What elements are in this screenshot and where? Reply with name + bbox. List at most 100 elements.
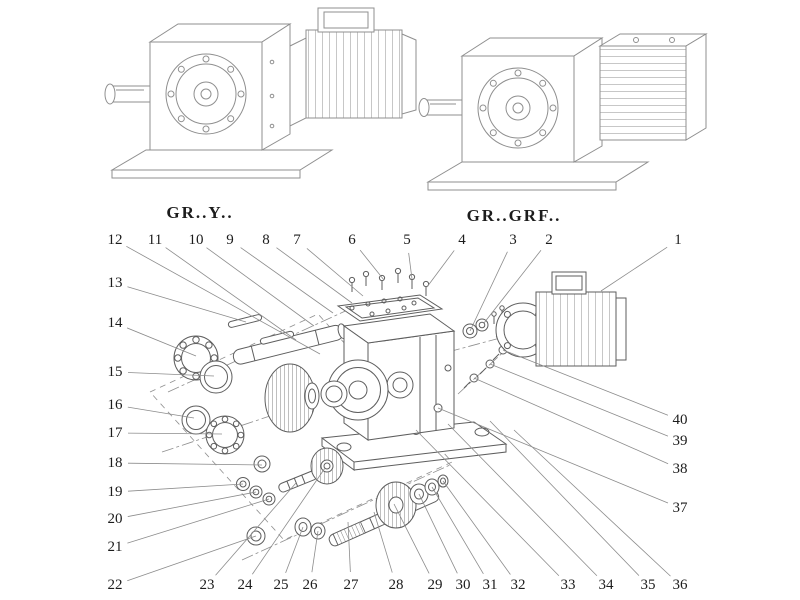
output-shaft: [109, 85, 151, 103]
terminal-box-lid: [323, 11, 369, 29]
leader-line-18: [127, 462, 263, 466]
leader-line-12: [126, 245, 321, 355]
motor-terminal-box: [551, 271, 587, 295]
leader-line-33: [415, 429, 560, 576]
part-number-20: 20: [108, 511, 123, 527]
front-boss-inner: [487, 77, 549, 139]
leader-line-30: [418, 493, 458, 574]
part-number-23: 23: [200, 577, 215, 593]
leader-line-39: [489, 363, 669, 437]
assembled-view-gr-y: [104, 7, 417, 179]
output-shaft-end: [104, 83, 116, 105]
part-number-34: 34: [599, 577, 615, 593]
leader-line-7: [306, 248, 364, 297]
leader-line-11: [165, 247, 297, 341]
shaft-hub: [505, 95, 531, 121]
leader-line-6: [359, 249, 385, 281]
motor-end-cap: [401, 33, 417, 115]
brake-box-bolt: [633, 37, 639, 43]
cover-screws: [348, 267, 430, 296]
leader-line-4: [426, 250, 455, 288]
motor-adapter: [289, 37, 307, 127]
leader-line-5: [408, 252, 413, 280]
part-number-2: 2: [545, 232, 553, 248]
leader-line-28: [373, 511, 393, 573]
part-number-33: 33: [561, 577, 576, 593]
part-number-10: 10: [189, 232, 204, 248]
part-number-24: 24: [238, 577, 254, 593]
part-number-11: 11: [148, 232, 162, 248]
spacer-bushing: [253, 455, 271, 473]
lower-gear: [375, 481, 417, 529]
motor-body: [535, 291, 617, 367]
leader-line-10: [206, 247, 315, 327]
brake-box-side: [685, 33, 707, 141]
leader-line-29: [393, 503, 430, 574]
part-number-9: 9: [226, 232, 234, 248]
leader-line-14: [126, 327, 197, 357]
part-number-8: 8: [262, 232, 270, 248]
front-boss-outer: [477, 67, 559, 149]
vent-plug: [444, 364, 452, 372]
assembled-view-gr-grf: [418, 33, 708, 191]
front-boss-outer: [165, 53, 247, 135]
front-boss-bolts: [479, 69, 557, 147]
oil-seal: [181, 405, 211, 435]
leader-line-17: [127, 432, 223, 435]
leader-line-38: [473, 377, 669, 465]
part-number-28: 28: [389, 577, 404, 593]
leader-line-40: [502, 349, 669, 416]
part-number-12: 12: [108, 232, 123, 248]
part-number-5: 5: [403, 232, 411, 248]
flange-bolts: [463, 345, 508, 389]
shaft-center: [200, 88, 212, 100]
part-number-3: 3: [509, 232, 517, 248]
foot-base-edge: [111, 169, 301, 179]
part-number-14: 14: [108, 315, 124, 331]
part-number-30: 30: [456, 577, 471, 593]
housing-side-face: [573, 37, 603, 163]
large-gear: [264, 363, 320, 433]
foot-base-edge: [427, 181, 617, 191]
pinion-shaft: [278, 470, 318, 493]
gear-hub: [304, 382, 320, 410]
leader-line-9: [240, 247, 334, 314]
front-boss-inner: [175, 63, 237, 125]
motor-fan-cap: [615, 297, 627, 361]
part-number-21: 21: [108, 539, 123, 555]
foot-slot: [474, 427, 490, 437]
motor-body: [305, 29, 403, 119]
part-number-15: 15: [108, 364, 123, 380]
housing-bolt: [269, 123, 275, 129]
part-number-29: 29: [428, 577, 443, 593]
part-number-13: 13: [108, 275, 123, 291]
part-number-26: 26: [303, 577, 319, 593]
leader-line-21: [127, 498, 270, 544]
part-number-4: 4: [458, 232, 466, 248]
brake-box-front: [599, 45, 687, 141]
leader-line-25: [285, 526, 304, 573]
part-number-36: 36: [673, 577, 689, 593]
leader-line-27: [347, 521, 351, 573]
leader-line-23: [215, 482, 297, 576]
output-shaft: [423, 99, 463, 116]
part-number-38: 38: [673, 461, 688, 477]
intermediate-gear: [310, 447, 344, 485]
leader-line-19: [127, 483, 244, 492]
part-number-27: 27: [344, 577, 360, 593]
leader-line-16: [127, 406, 195, 419]
leader-line-26: [311, 530, 319, 573]
part-number-6: 6: [348, 232, 356, 248]
front-bearing-flange: [327, 359, 389, 421]
leader-line-37: [437, 407, 669, 504]
leader-line-2: [483, 249, 542, 324]
foot-base: [110, 149, 334, 171]
output-shaft-assembly: [232, 323, 348, 365]
motor: [495, 271, 627, 367]
leader-line-8: [276, 247, 353, 304]
leader-line-1: [600, 246, 668, 292]
ring-bearing: [320, 380, 348, 408]
shaft: [232, 324, 344, 365]
part-number-16: 16: [108, 397, 124, 413]
